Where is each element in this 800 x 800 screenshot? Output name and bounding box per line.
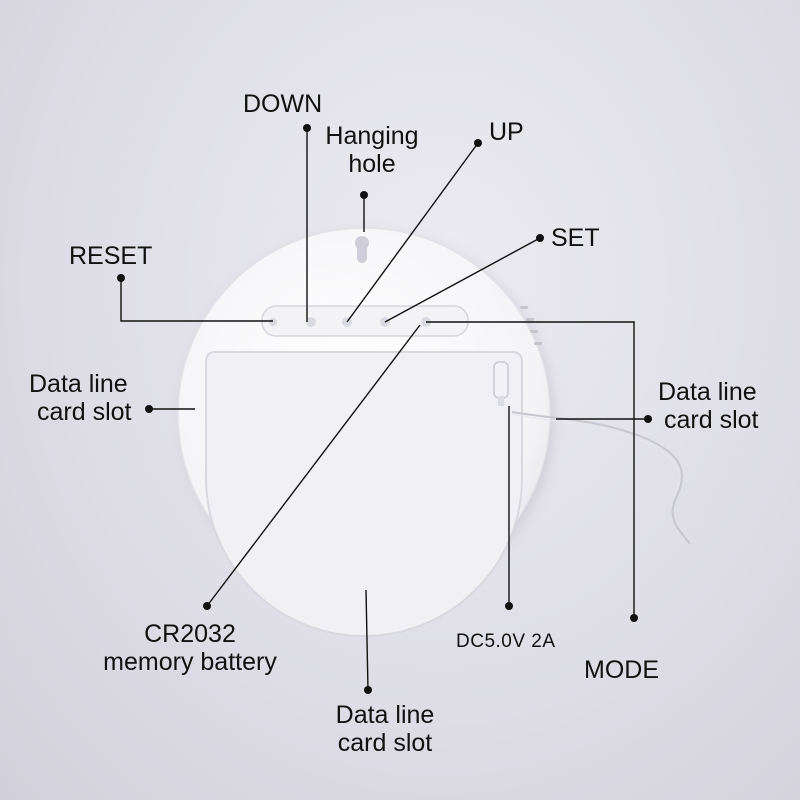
label-data-line-bottom-line1: Data line [335, 701, 435, 729]
label-cr2032-line2: memory battery [103, 648, 277, 676]
up-leader [346, 142, 479, 323]
label-hanging-hole-line1: Hanging [325, 122, 419, 150]
label-data-line-left-line2: card slot [37, 398, 132, 426]
label-data-line-right: Data line card slot [658, 378, 758, 434]
label-data-line-right-line2: card slot [664, 406, 759, 434]
label-down: DOWN [243, 90, 323, 118]
label-data-line-bottom-line2: card slot [337, 729, 433, 757]
label-data-line-bottom: Data line card slot [305, 701, 465, 757]
label-mode: MODE [584, 656, 659, 684]
vent-slots [520, 306, 542, 345]
leader-lines [120, 128, 648, 691]
reset-button [269, 318, 277, 326]
clock-back-panel [177, 227, 691, 637]
set-leader [384, 237, 541, 323]
dc-jack [493, 361, 509, 406]
label-data-line-left: Data line card slot [29, 370, 131, 426]
hanging-hole [355, 236, 369, 263]
label-hanging-hole-line2: hole [348, 150, 396, 178]
label-data-line-right-line1: Data line [658, 378, 757, 406]
label-data-line-left-line1: Data line [29, 370, 128, 398]
label-cr2032: CR2032 memory battery [80, 620, 300, 676]
leader-dots [117, 124, 652, 694]
label-set: SET [551, 224, 600, 252]
down-button [306, 317, 316, 327]
data-line-bottom-leader [365, 589, 369, 691]
reset-leader [120, 278, 273, 322]
mode-leader [426, 321, 635, 618]
battery-recess [205, 351, 523, 637]
label-dc-power: DC5.0V 2A [456, 631, 556, 652]
cr2032-leader [206, 324, 421, 607]
label-up: UP [489, 118, 524, 146]
label-hanging-hole: Hanging hole [318, 122, 426, 178]
button-strip [261, 305, 469, 337]
label-cr2032-line1: CR2032 [144, 620, 236, 648]
label-reset: RESET [69, 242, 153, 270]
